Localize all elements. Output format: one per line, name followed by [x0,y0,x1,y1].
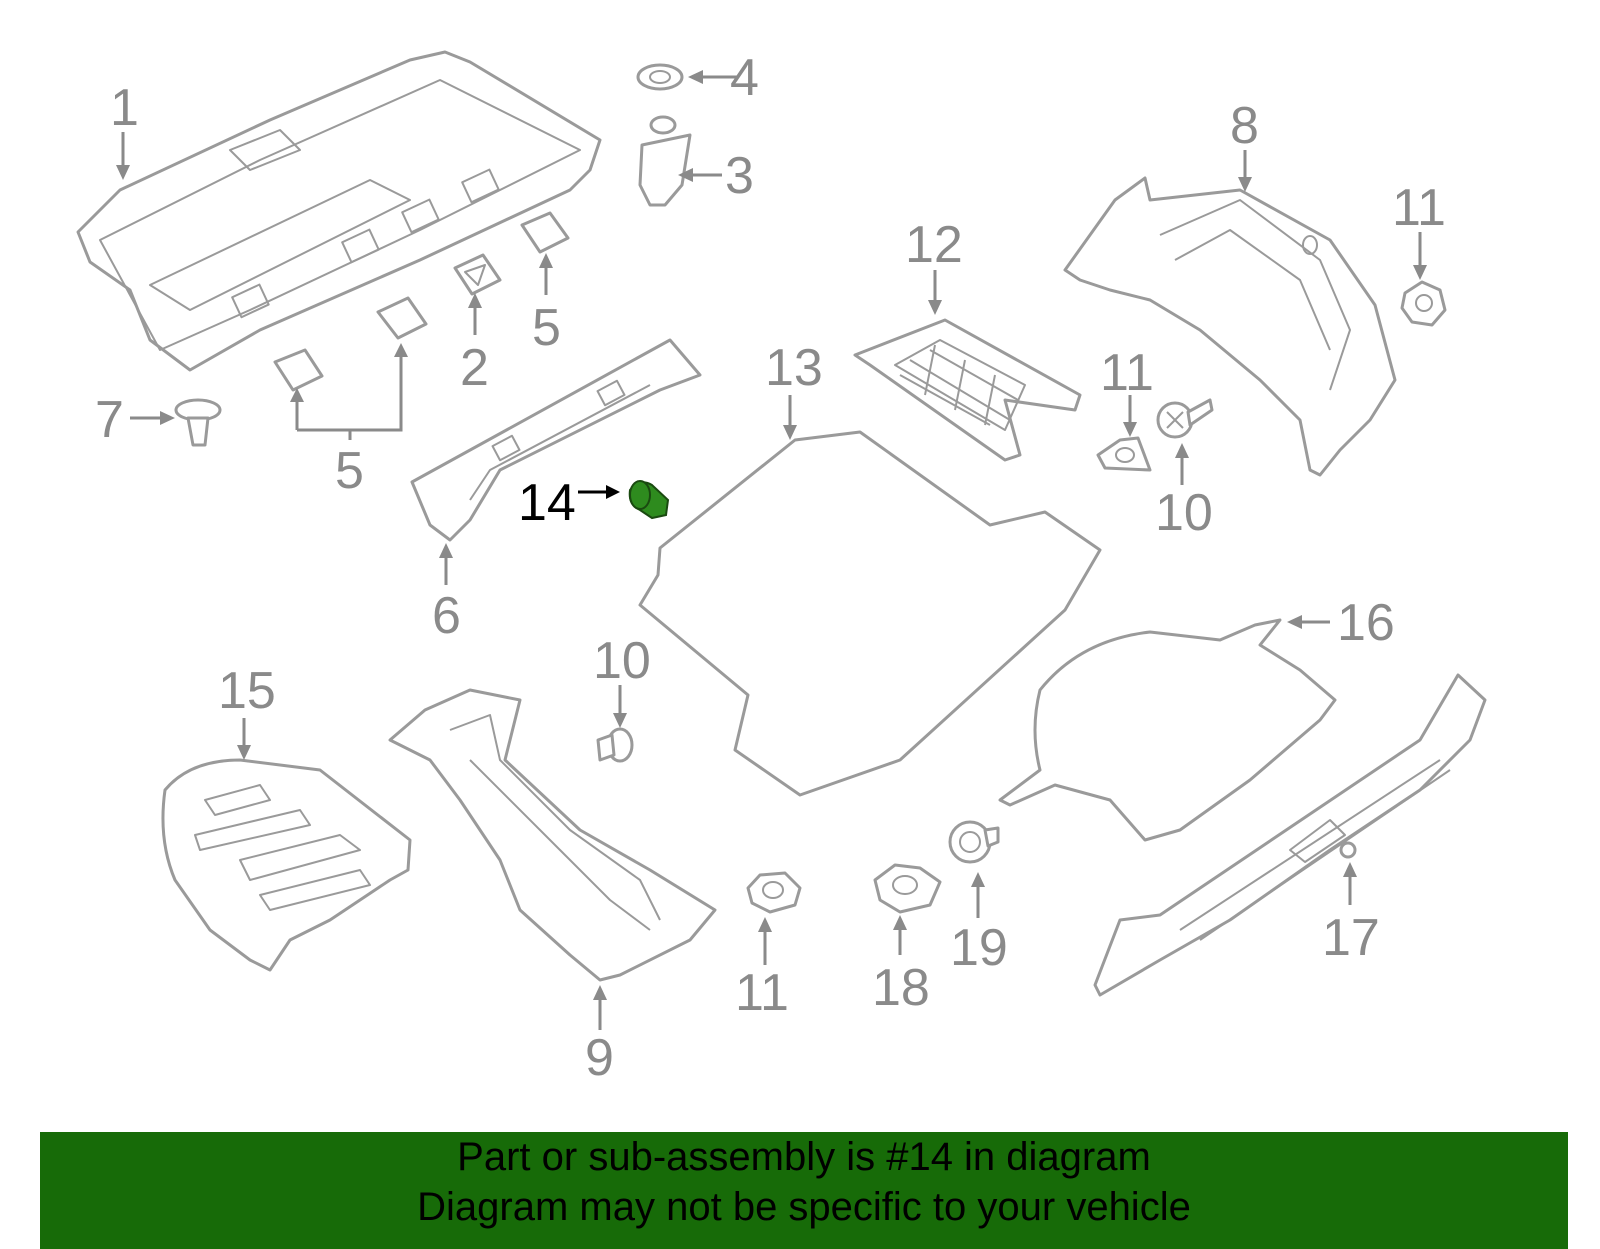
part-10-screw-upper[interactable] [1156,398,1214,439]
callout-2: 2 [460,339,489,397]
banner-line-1: Part or sub-assembly is #14 in diagram [457,1135,1151,1179]
callout-arrows [116,70,1427,1030]
callout-11-lower: 11 [735,964,789,1022]
callout-16: 16 [1337,594,1395,652]
callout-6: 6 [432,587,461,645]
callout-arrow-14 [578,485,620,499]
banner-line-2: Diagram may not be specific to your vehi… [417,1185,1191,1229]
part-3-bumper[interactable] [638,115,692,207]
callout-10-upper: 10 [1155,484,1213,542]
info-banner: Part or sub-assembly is #14 in diagram D… [40,1132,1568,1249]
callout-17: 17 [1322,909,1380,967]
callout-11-middle: 11 [1100,344,1154,402]
part-5-clips[interactable] [273,211,570,392]
callout-5-left: 5 [335,442,364,500]
part-19-grommet[interactable] [948,820,1000,864]
part-15-tool-tray[interactable] [161,758,412,972]
part-7-push-clip[interactable] [174,398,222,447]
part-14-bolt[interactable] [628,480,670,520]
part-10-screw-lower[interactable] [596,727,634,763]
callout-15: 15 [218,662,276,720]
part-11-clip-middle[interactable] [1096,436,1152,472]
part-17-sill-plate[interactable] [1093,673,1487,997]
part-11-clip-right[interactable] [1400,280,1447,327]
callout-4: 4 [730,49,759,107]
callout-5-right: 5 [532,299,561,357]
callout-14: 14 [518,474,576,532]
part-16-cover[interactable] [998,618,1337,842]
parts-diagram: 1 4 3 8 11 12 11 13 2 5 5 7 10 6 16 10 1… [76,49,1487,1087]
part-6-bracket[interactable] [410,338,702,542]
part-2-clip[interactable] [453,253,502,296]
part-9-side-trim-left[interactable] [388,688,717,982]
callout-18: 18 [872,959,930,1017]
callout-7: 7 [95,391,124,449]
callout-1: 1 [110,79,139,137]
callout-9: 9 [585,1029,614,1087]
callout-10-lower: 10 [593,632,651,690]
callout-13: 13 [765,339,823,397]
part-18-clip[interactable] [873,863,942,914]
callout-labels: 1 4 3 8 11 12 11 13 2 5 5 7 10 6 16 10 1… [95,49,1446,1087]
part-1-package-tray[interactable] [76,50,602,372]
callout-8: 8 [1230,97,1259,155]
part-13-trunk-mat[interactable] [638,430,1102,797]
callout-11-right: 11 [1392,179,1446,237]
part-4-cap[interactable] [636,63,684,91]
part-11-clip-lower[interactable] [746,871,802,914]
callout-12: 12 [905,216,963,274]
callout-19: 19 [950,919,1008,977]
callout-3: 3 [725,147,754,205]
part-12-cargo-net[interactable] [853,318,1082,462]
part-8-side-trim-right[interactable] [1063,176,1397,477]
